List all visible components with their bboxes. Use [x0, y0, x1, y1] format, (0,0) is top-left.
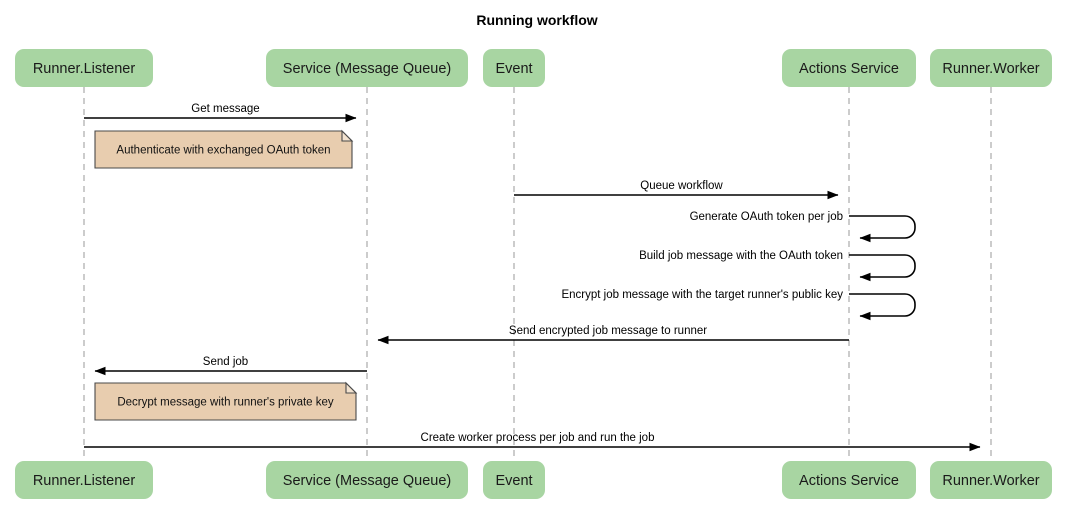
message-path-generate-oauth-token-per-job: [849, 215, 916, 243]
participant-box-service-message-queue-bottom[interactable]: [266, 461, 468, 499]
message-get-message[interactable]: Get message: [84, 103, 357, 123]
participant-box-event-bottom[interactable]: [483, 461, 545, 499]
message-generate-oauth-token-per-job[interactable]: Generate OAuth token per job: [690, 211, 916, 243]
message-label-queue-workflow: Queue workflow: [640, 180, 723, 192]
notes-group: Authenticate with exchanged OAuth tokenD…: [94, 129, 358, 421]
message-path-encrypt-job-message-with-the-target-runners-public-key: [849, 293, 916, 321]
participant-label-event-bottom: Event: [495, 473, 532, 489]
participant-label-runner-worker-top: Runner.Worker: [942, 61, 1039, 77]
participant-label-service-message-queue-bottom: Service (Message Queue): [283, 473, 451, 489]
note-body-decrypt-message-with-runners-private-key: [94, 382, 357, 421]
message-create-worker-process-per-job-and-run-the-job[interactable]: Create worker process per job and run th…: [84, 432, 981, 452]
note-fold-icon-decrypt-message-with-runners-private-key: [345, 381, 358, 394]
note-fold-icon-authenticate-with-exchanged-oauth-token: [341, 129, 354, 142]
diagram-title: Running workflow: [476, 12, 597, 28]
message-path-build-job-message-with-the-oauth-token: [849, 254, 916, 282]
note-label-decrypt-message-with-runners-private-key: Decrypt message with runner's private ke…: [117, 397, 334, 409]
participant-label-runner-worker-bottom: Runner.Worker: [942, 473, 1039, 489]
note-decrypt-message-with-runners-private-key[interactable]: Decrypt message with runner's private ke…: [94, 381, 358, 421]
message-build-job-message-with-the-oauth-token[interactable]: Build job message with the OAuth token: [639, 250, 916, 282]
participant-box-service-message-queue-top[interactable]: [266, 49, 468, 87]
message-label-get-message: Get message: [191, 103, 259, 115]
message-send-encrypted-job-message-to-runner[interactable]: Send encrypted job message to runner: [377, 325, 849, 345]
participants-bottom-group: Runner.Listener Service (Message Queue) Ev…: [15, 461, 1052, 499]
message-label-generate-oauth-token-per-job: Generate OAuth token per job: [690, 211, 843, 223]
participant-box-runner-listener-top[interactable]: [15, 49, 153, 87]
note-body-authenticate-with-exchanged-oauth-token: [94, 130, 353, 169]
message-label-send-job: Send job: [203, 356, 248, 368]
participant-box-event-top[interactable]: [483, 49, 545, 87]
participant-label-actions-service-top: Actions Service: [799, 61, 899, 77]
participant-label-event-top: Event: [495, 61, 532, 77]
lifelines-group: [83, 87, 992, 461]
participant-box-runner-listener-bottom[interactable]: [15, 461, 153, 499]
participant-label-runner-listener-top: Runner.Listener: [33, 61, 136, 77]
participant-box-runner-worker-top[interactable]: [930, 49, 1052, 87]
participant-label-service-message-queue-top: Service (Message Queue): [283, 61, 451, 77]
message-queue-workflow[interactable]: Queue workflow: [514, 180, 839, 200]
participant-label-actions-service-bottom: Actions Service: [799, 473, 899, 489]
message-label-create-worker-process-per-job-and-run-the-job: Create worker process per job and run th…: [421, 432, 655, 444]
message-label-build-job-message-with-the-oauth-token: Build job message with the OAuth token: [639, 250, 843, 262]
message-label-send-encrypted-job-message-to-runner: Send encrypted job message to runner: [509, 325, 707, 337]
note-authenticate-with-exchanged-oauth-token[interactable]: Authenticate with exchanged OAuth token: [94, 129, 354, 169]
message-send-job[interactable]: Send job: [94, 356, 367, 376]
participant-box-actions-service-bottom[interactable]: [782, 461, 916, 499]
message-label-encrypt-job-message-with-the-target-runners-public-key: Encrypt job message with the target runn…: [561, 289, 843, 301]
participant-label-runner-listener-bottom: Runner.Listener: [33, 473, 136, 489]
note-label-authenticate-with-exchanged-oauth-token: Authenticate with exchanged OAuth token: [116, 145, 330, 157]
participant-box-runner-worker-bottom[interactable]: [930, 461, 1052, 499]
participants-top-group: Runner.Listener Service (Message Queue) Ev…: [15, 49, 1052, 87]
participant-box-actions-service-top[interactable]: [782, 49, 916, 87]
message-encrypt-job-message-with-the-target-runners-public-key[interactable]: Encrypt job message with the target runn…: [561, 289, 916, 321]
